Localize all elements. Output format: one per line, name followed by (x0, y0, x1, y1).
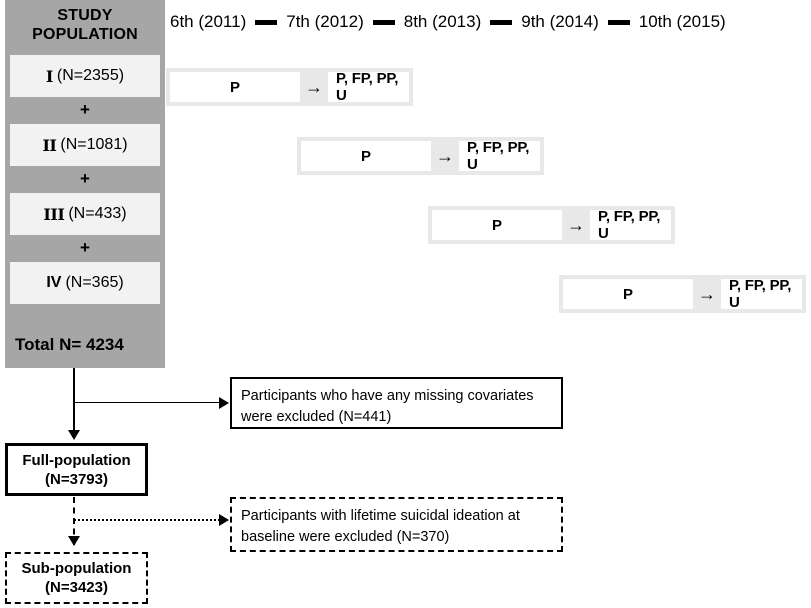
connector-full-to-exclusion1-horizontal (74, 402, 220, 403)
cohort-box-2: II (N=1081) (10, 124, 160, 166)
connector-full-to-sub-arrowhead-icon (68, 536, 80, 546)
connector-exclusion2-arrowhead-icon (219, 514, 229, 526)
wave-4-exposure-box: P (563, 279, 693, 309)
cohort-n-4: (N=365) (65, 274, 124, 291)
timeline-wave-3: 8th (2013) (403, 12, 482, 31)
survey-wave-timeline: 6th (2011) 7th (2012) 8th (2013) 9th (20… (170, 9, 810, 35)
sub-population-box: Sub-population (N=3423) (5, 552, 148, 604)
wave-4-arrow-icon: → (698, 284, 716, 304)
full-population-label: Full-population (22, 451, 131, 469)
timeline-separator-dash-icon (255, 19, 278, 25)
timeline-wave-5: 10th (2015) (638, 12, 726, 31)
study-population-title-line1: STUDY (57, 7, 113, 24)
wave-row-1: P → P, FP, PP, U (166, 68, 413, 106)
wave-3-arrow-icon: → (567, 215, 585, 235)
sub-population-label: Sub-population (21, 560, 132, 577)
study-population-title-line2: POPULATION (32, 26, 138, 43)
wave-1-arrow-icon: → (305, 77, 323, 97)
connector-exclusion1-arrowhead-icon (219, 397, 229, 409)
connector-total-to-full-vertical (73, 368, 75, 433)
study-population-panel: STUDY POPULATION I (N=2355) + II (N=1081… (5, 0, 165, 368)
wave-2-arrow-icon: → (436, 146, 454, 166)
full-population-count: (N=3793) (45, 470, 108, 488)
wave-row-2: P → P, FP, PP, U (297, 137, 544, 175)
wave-3-exposure-box: P (432, 210, 562, 240)
plus-sign-1: + (80, 100, 90, 119)
wave-3-outcome-box: P, FP, PP, U (590, 208, 671, 242)
timeline-wave-2: 7th (2012) (286, 12, 364, 31)
cohort-box-3: III (N=433) (10, 193, 160, 235)
cohort-n-3: (N=433) (68, 205, 127, 222)
full-population-box: Full-population (N=3793) (5, 443, 148, 496)
cohort-n-2: (N=1081) (60, 136, 128, 153)
cohort-roman-4: IV (46, 274, 62, 291)
wave-2-outcome-box: P, FP, PP, U (459, 139, 540, 173)
connector-total-to-full-arrowhead-icon (68, 430, 80, 440)
connector-sub-to-exclusion2-horizontal (74, 519, 220, 521)
timeline-separator-dash-icon (607, 19, 630, 25)
total-population-label: Total N= 4234 (15, 335, 124, 354)
wave-2-exposure-box: P (301, 141, 431, 171)
cohort-roman-1: I (45, 66, 53, 86)
timeline-wave-1: 6th (2011) (170, 12, 247, 31)
exclusion-box-suicidal-ideation: Participants with lifetime suicidal idea… (230, 497, 563, 552)
cohort-roman-3: III (43, 204, 65, 224)
cohort-n-1: (N=2355) (56, 67, 125, 84)
timeline-separator-dash-icon (490, 19, 513, 25)
cohort-box-4: IV (N=365) (10, 262, 160, 304)
cohort-box-1: I (N=2355) (10, 55, 160, 97)
plus-sign-3: + (80, 238, 90, 257)
plus-sign-2: + (80, 169, 90, 188)
cohort-roman-2: II (42, 135, 57, 155)
wave-row-4: P → P, FP, PP, U (559, 275, 806, 313)
study-population-title: STUDY POPULATION (5, 6, 165, 44)
wave-1-outcome-box: P, FP, PP, U (328, 70, 409, 104)
exclusion-box-missing-covariates: Participants who have any missing covari… (230, 377, 563, 429)
timeline-wave-4: 9th (2014) (521, 12, 599, 31)
wave-1-exposure-box: P (170, 72, 300, 102)
connector-full-to-sub-vertical (73, 497, 75, 545)
wave-row-3: P → P, FP, PP, U (428, 206, 675, 244)
sub-population-count: (N=3423) (45, 579, 108, 596)
timeline-separator-dash-icon (372, 19, 395, 25)
wave-4-outcome-box: P, FP, PP, U (721, 277, 802, 311)
